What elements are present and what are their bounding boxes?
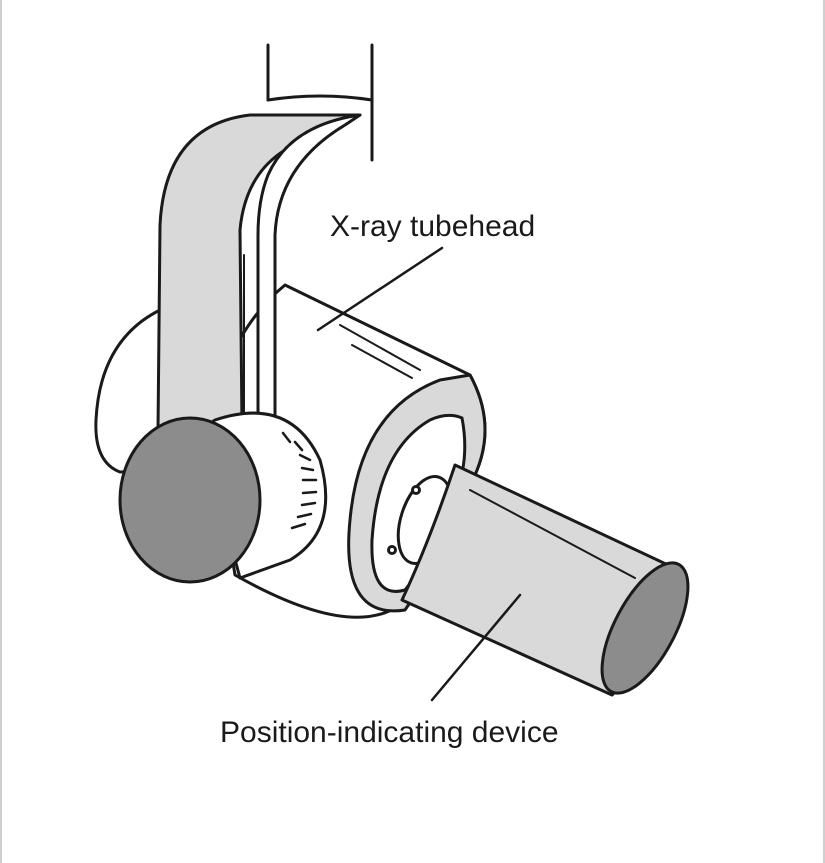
screw-2 — [413, 487, 420, 494]
tubehead-leader-line — [318, 248, 442, 330]
pid-label: Position-indicating device — [220, 716, 559, 749]
pivot-cap — [120, 418, 260, 582]
tubehead-label: X-ray tubehead — [330, 210, 535, 243]
support-post-base — [268, 96, 372, 100]
screw-3 — [389, 547, 396, 554]
